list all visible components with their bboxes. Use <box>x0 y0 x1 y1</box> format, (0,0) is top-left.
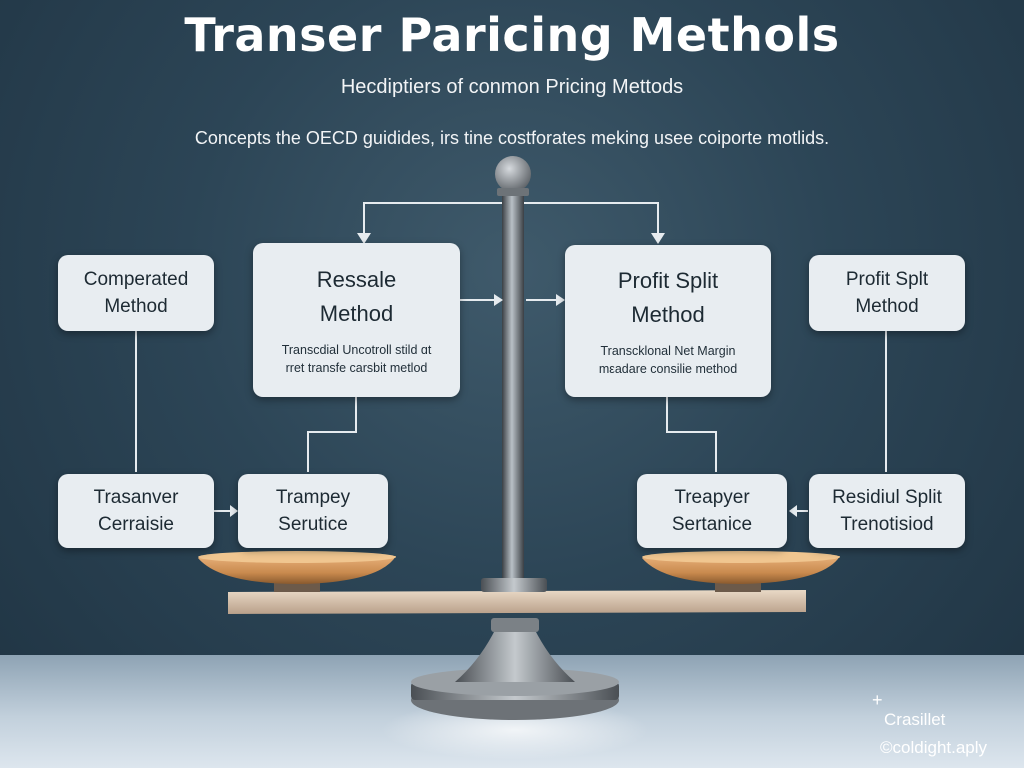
ressale-subtitle: Method <box>319 301 394 326</box>
profit-split-center-box: Profit Split Method Transcklonal Net Mar… <box>565 245 771 397</box>
credit-line-1: Crasillet <box>884 710 946 729</box>
comperated-method-box: Comperated Method <box>58 255 214 331</box>
page-title: Transer Paricing Methols <box>184 8 840 62</box>
ressale-desc-1: Transcdial Uncotroll stild ɑt <box>281 343 432 357</box>
trasanver-title: Trasanver <box>93 487 179 508</box>
ressale-desc-2: rret transfe carsbit metlod <box>285 361 428 375</box>
profit-split-center-desc-1: Transcklonal Net Margin <box>600 344 736 358</box>
page-subtitle: Hecdiptiers of conmon Pricing Mettods <box>340 76 684 98</box>
credit-line-2: ©coldight.aply <box>880 738 988 757</box>
profit-split-center-subtitle: Method <box>631 302 705 327</box>
treapyer-subtitle: Sertanice <box>671 514 753 535</box>
profit-split-center-title: Profit Split <box>617 268 719 293</box>
trampey-subtitle: Serutice <box>278 514 348 535</box>
profit-split-center-desc-2: mεadare consilie method <box>598 362 738 376</box>
trasanver-box: Trasanver Cerraisie <box>58 474 214 548</box>
treapyer-title: Treapyer <box>674 487 750 508</box>
profit-split-right-subtitle: Method <box>855 296 919 317</box>
residiul-subtitle: Trenotisiod <box>840 514 934 535</box>
residiul-title: Residiul Split <box>832 487 942 508</box>
trampey-box: Trampey Serutice <box>238 474 388 548</box>
trasanver-subtitle: Cerraisie <box>97 514 175 535</box>
residiul-box: Residiul Split Trenotisiod <box>809 474 965 548</box>
credit-plus-icon: + <box>872 690 883 710</box>
treapyer-box: Treapyer Sertanice <box>637 474 787 548</box>
comperated-title: Comperated <box>83 269 189 290</box>
concepts-text: Concepts the OECD guidides, irs tine cos… <box>194 128 830 148</box>
ressale-method-box: Ressale Method Transcdial Uncotroll stil… <box>253 243 460 397</box>
trampey-title: Trampey <box>275 487 351 508</box>
comperated-subtitle: Method <box>104 296 168 317</box>
profit-split-right-box: Profit Splt Method <box>809 255 965 331</box>
profit-split-right-title: Profit Splt <box>845 269 929 290</box>
ressale-title: Ressale <box>316 267 397 292</box>
